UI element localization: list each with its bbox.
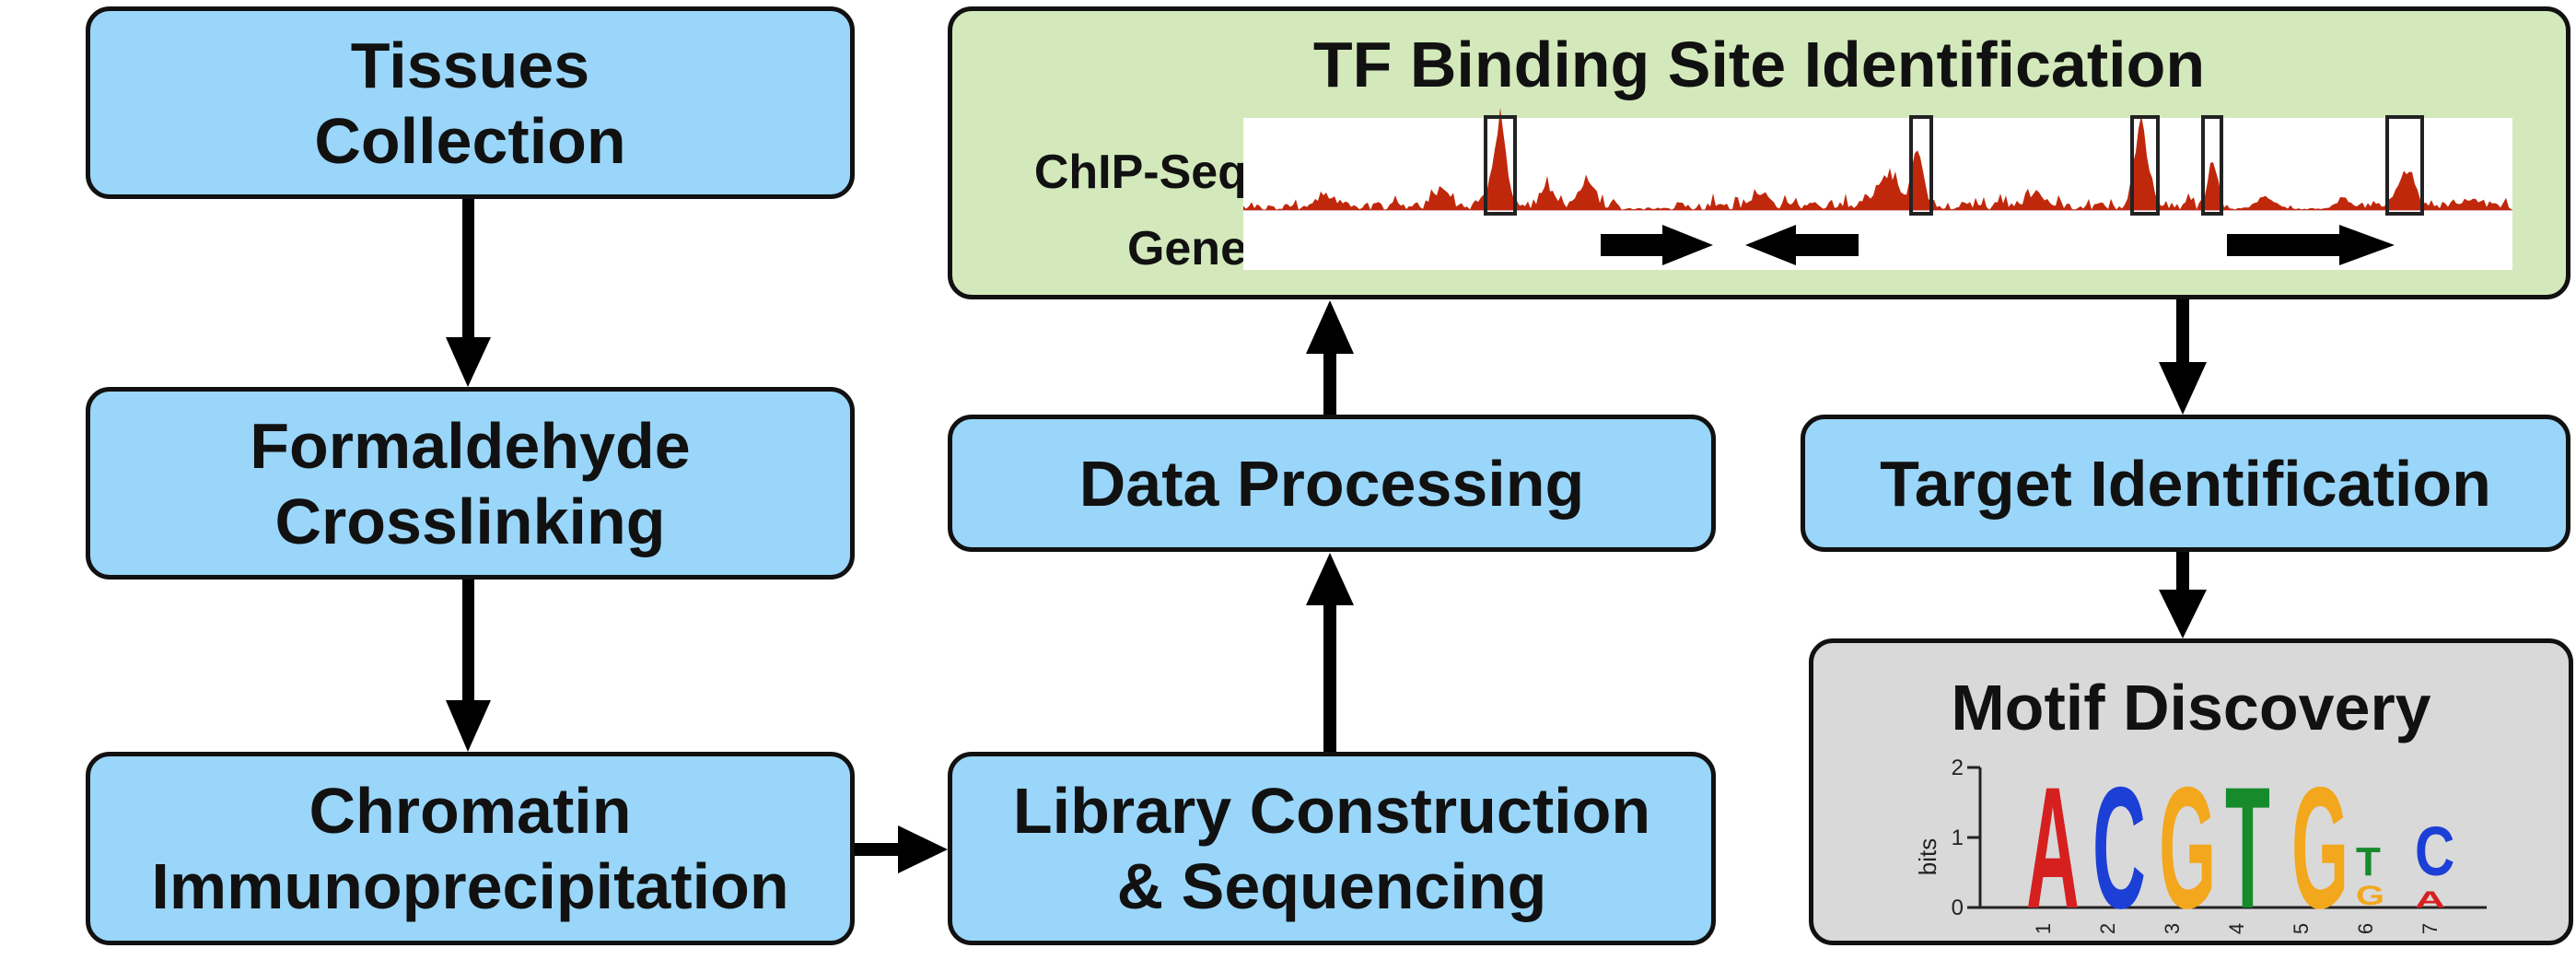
peak-boxes bbox=[1484, 115, 2424, 216]
chromatin-immunoprecipitation-step: Chromatin Immunoprecipitation bbox=[86, 752, 855, 945]
library-construction-step: Library Construction & Sequencing bbox=[948, 752, 1716, 945]
step-label-line: Crosslinking bbox=[274, 485, 666, 557]
peak-highlight-box bbox=[1484, 115, 1517, 216]
gene-track-label: Gene bbox=[1126, 222, 1247, 275]
logo-letter-g: G bbox=[2159, 751, 2216, 945]
logo-y-axis bbox=[1967, 766, 2487, 909]
arrow-down-icon bbox=[446, 199, 491, 387]
logo-y-tick: 2 bbox=[1952, 755, 1964, 780]
arrow-down-icon bbox=[446, 580, 491, 752]
step-label-line: Immunoprecipitation bbox=[151, 850, 789, 922]
logo-letter-t: T bbox=[2356, 839, 2381, 884]
peak-highlight-box bbox=[2130, 115, 2160, 216]
gene-arrow-right-icon bbox=[1601, 225, 1713, 265]
step-label-line: Tissues bbox=[350, 29, 590, 101]
logo-x-tick: 7 bbox=[2419, 923, 2442, 934]
arrow-up-icon bbox=[1306, 553, 1354, 752]
logo-letter-a: A bbox=[2026, 751, 2080, 945]
formaldehyde-crosslinking-step: Formaldehyde Crosslinking bbox=[86, 387, 855, 580]
genome-browser-tracks bbox=[1243, 107, 2512, 270]
logo-x-tick: 1 bbox=[2032, 923, 2055, 934]
logo-letter-c: C bbox=[2092, 751, 2146, 945]
step-label-line: Chromatin bbox=[309, 775, 632, 847]
arrow-up-icon bbox=[1306, 300, 1354, 415]
logo-x-ticks: 1 2 3 4 5 6 7 bbox=[2032, 923, 2442, 934]
arrow-down-icon bbox=[2159, 552, 2207, 638]
tissues-collection-step: Tissues Collection bbox=[86, 6, 855, 199]
panel-title: TF Binding Site Identification bbox=[1312, 29, 2206, 100]
step-label-line: Data Processing bbox=[1078, 447, 1585, 520]
panel-title: Motif Discovery bbox=[1951, 672, 2431, 743]
peak-highlight-box bbox=[1909, 115, 1933, 216]
step-label-line: Collection bbox=[314, 104, 626, 177]
logo-y-tick: 1 bbox=[1952, 825, 1964, 850]
arrow-down-icon bbox=[2159, 299, 2207, 415]
step-label-line: & Sequencing bbox=[1116, 850, 1547, 922]
data-processing-step: Data Processing bbox=[948, 415, 1716, 552]
gene-arrow-left-icon bbox=[1745, 225, 1859, 265]
chip-seq-signal bbox=[1243, 107, 2512, 210]
chip-seq-track-label: ChIP-Seq bbox=[1033, 146, 1247, 199]
logo-letter-a: A bbox=[2415, 886, 2445, 913]
logo-axis-label: bits bbox=[1914, 838, 1941, 875]
logo-y-tick: 0 bbox=[1952, 896, 1964, 920]
logo-x-tick: 4 bbox=[2225, 923, 2248, 934]
logo-letter-g: G bbox=[2356, 881, 2384, 911]
logo-letter-t: T bbox=[2225, 751, 2270, 945]
logo-x-tick: 5 bbox=[2290, 923, 2313, 934]
logo-letter-c: C bbox=[2415, 814, 2454, 891]
logo-x-tick: 3 bbox=[2161, 923, 2184, 934]
peak-highlight-box bbox=[2385, 115, 2424, 216]
step-label-line: Library Construction bbox=[1012, 775, 1651, 847]
logo-x-tick: 6 bbox=[2354, 923, 2377, 934]
arrow-right-icon bbox=[855, 825, 948, 873]
step-label-line: Target Identification bbox=[1880, 447, 2491, 520]
logo-letter-g: G bbox=[2291, 751, 2349, 945]
flow-arrows bbox=[446, 199, 2207, 873]
logo-x-tick: 2 bbox=[2096, 923, 2119, 934]
gene-arrows bbox=[1601, 225, 2395, 265]
step-label-line: Formaldehyde bbox=[250, 409, 691, 482]
motif-discovery-panel: Motif Discovery bbox=[1809, 638, 2573, 945]
gene-arrow-right-icon bbox=[2227, 225, 2395, 265]
peak-highlight-box bbox=[2201, 115, 2223, 216]
target-identification-step: Target Identification bbox=[1801, 415, 2570, 552]
